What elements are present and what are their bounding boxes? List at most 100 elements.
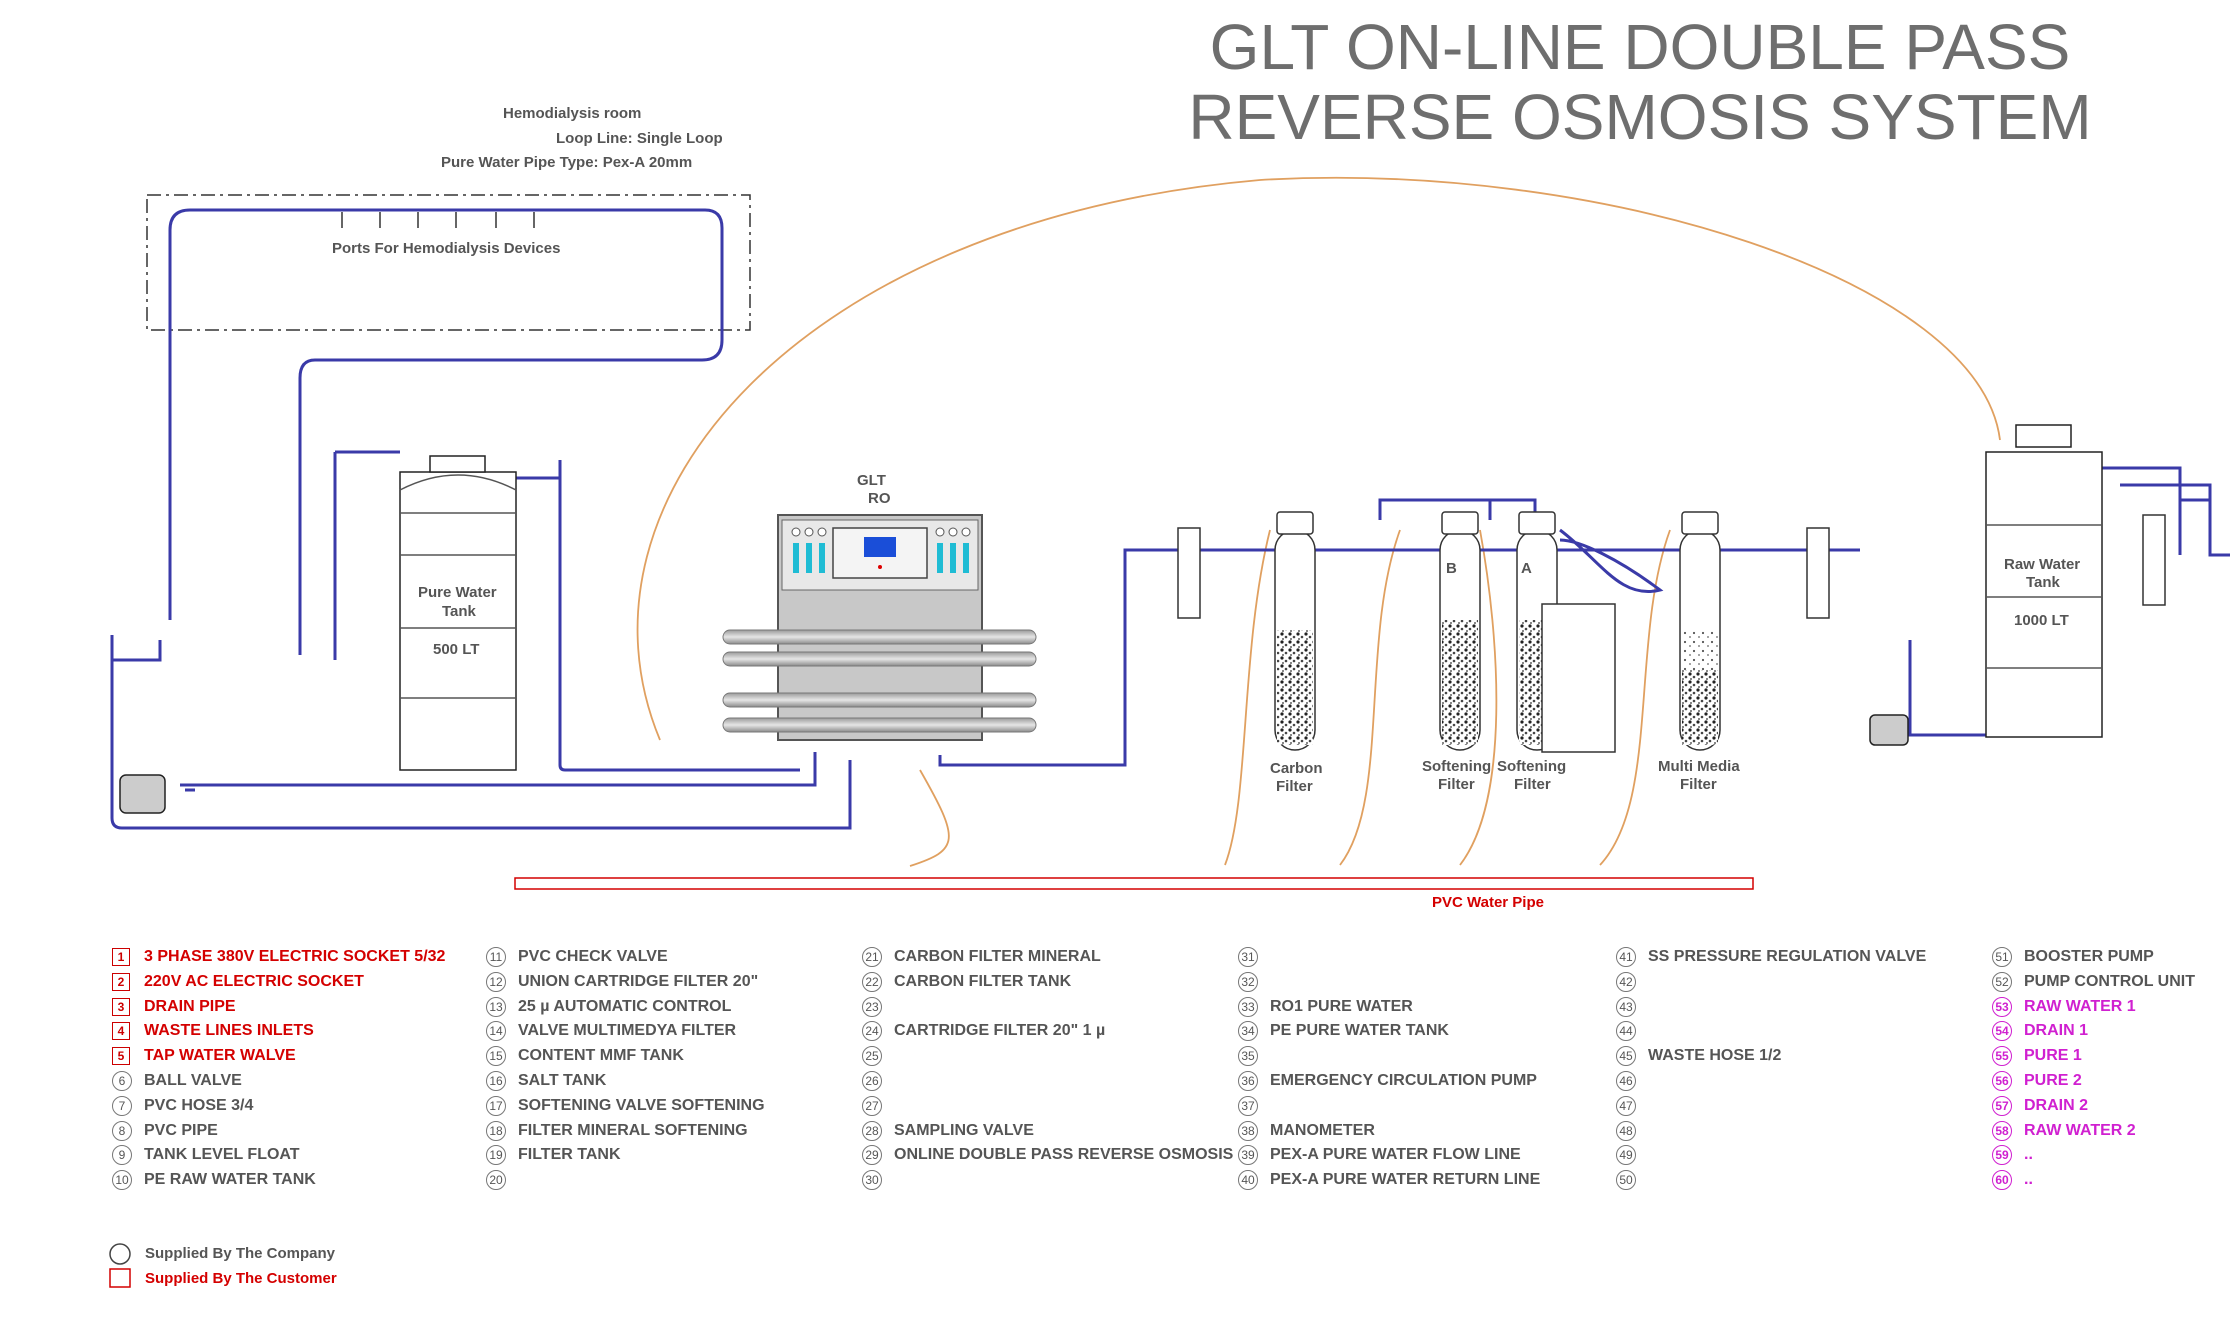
legend-text: FILTER MINERAL SOFTENING: [518, 1121, 748, 1139]
legend-item: 5 TAP WATER WALVE: [112, 1045, 296, 1067]
legend-number-badge: 25: [862, 1046, 882, 1067]
pure-tank-label: Pure Water: [418, 584, 497, 601]
legend-text: CARBON FILTER TANK: [894, 972, 1072, 990]
raw-tank-label: Raw Water: [2004, 556, 2081, 573]
softening-a-label-2: Filter: [1514, 776, 1551, 793]
legend-item: 18 FILTER MINERAL SOFTENING: [486, 1120, 748, 1142]
legend-text: UNION CARTRIDGE FILTER 20": [518, 972, 759, 990]
legend-item: 2 220V AC ELECTRIC SOCKET: [112, 971, 364, 993]
diagram-title-line-1: GLT ON-LINE DOUBLE PASS: [1209, 11, 2071, 83]
legend-text: PVC HOSE 3/4: [144, 1096, 254, 1114]
legend-number-badge: 50: [1616, 1170, 1636, 1191]
legend-number-badge: 38: [1238, 1120, 1258, 1141]
legend-item: 37: [1238, 1095, 1270, 1117]
legend-number-badge: 46: [1616, 1071, 1636, 1091]
dialysis-ports: [341, 212, 535, 228]
legend-item: 11 PVC CHECK VALVE: [486, 946, 668, 968]
raw-tank-label-2: Tank: [2026, 574, 2060, 591]
carbon-filter-label: Carbon: [1270, 760, 1323, 777]
legend-number-badge: 7: [112, 1095, 132, 1116]
legend-text: PE PURE WATER TANK: [1270, 1022, 1449, 1040]
legend-text: FILTER TANK: [518, 1146, 621, 1164]
legend-text: RAW WATER 1: [2024, 997, 2136, 1015]
legend-item: 44: [1616, 1020, 1648, 1042]
legend-item: 59..: [1992, 1144, 2033, 1166]
legend-number-badge: 6: [112, 1071, 132, 1091]
pvc-pipe-label: PVC Water Pipe: [1432, 894, 1544, 911]
legend-number-badge: 55: [1992, 1046, 2012, 1067]
legend-number-badge: 8: [112, 1120, 132, 1141]
legend-item: 35: [1238, 1045, 1270, 1067]
legend-text: TAP WATER WALVE: [144, 1047, 296, 1065]
legend-number-badge: 43: [1616, 996, 1636, 1017]
legend-item: 32: [1238, 971, 1270, 993]
legend-number-badge: 20: [486, 1170, 506, 1191]
legend-number-badge: 32: [1238, 971, 1258, 992]
legend-text: PEX-A PURE WATER RETURN LINE: [1270, 1171, 1541, 1189]
legend-item: 20: [486, 1169, 518, 1191]
legend-number-badge: 27: [862, 1095, 882, 1116]
legend-number-badge: 21: [862, 947, 882, 967]
legend-number-badge: 10: [112, 1170, 132, 1191]
legend-item: 46: [1616, 1070, 1648, 1092]
legend-number-badge: 52: [1992, 971, 2012, 992]
legend-item: 60..: [1992, 1169, 2033, 1191]
legend-number-badge: 42: [1616, 971, 1636, 992]
pure-water-tank: [399, 455, 517, 771]
legend-item: 31: [1238, 946, 1270, 968]
legend-number-badge: 19: [486, 1145, 506, 1166]
legend-text: PE RAW WATER TANK: [144, 1171, 316, 1189]
legend-text: RAW WATER 2: [2024, 1121, 2136, 1139]
legend-text: 3 PHASE 380V ELECTRIC SOCKET 5/32: [144, 948, 446, 965]
legend-number-badge: 35: [1238, 1046, 1258, 1067]
carbon-filter-label-2: Filter: [1276, 778, 1313, 795]
legend-text: ONLINE DOUBLE PASS REVERSE OSMOSIS: [894, 1146, 1234, 1164]
legend-text: TANK LEVEL FLOAT: [144, 1146, 300, 1164]
legend-number-badge: 31: [1238, 947, 1258, 967]
legend-number-badge: 59: [1992, 1145, 2012, 1166]
legend-text: BOOSTER PUMP: [2024, 948, 2154, 965]
legend-number-badge: 2: [112, 972, 130, 991]
legend-item: 23: [862, 996, 894, 1018]
customer-marker: [109, 1268, 131, 1288]
legend-number-badge: 26: [862, 1071, 882, 1091]
softening-b-label-2: Filter: [1438, 776, 1475, 793]
multimedia-label-2: Filter: [1680, 776, 1717, 793]
glt-ro-unit: [722, 514, 1037, 741]
legend-number-badge: 41: [1616, 947, 1636, 967]
legend-text: PURE 2: [2024, 1072, 2082, 1089]
legend-text: PURE 1: [2024, 1047, 2082, 1065]
legend-number-badge: 5: [112, 1047, 130, 1066]
legend-text: VALVE MULTIMEDYA FILTER: [518, 1022, 737, 1040]
raw-water-tank: [1985, 424, 2103, 738]
softening-b-letter: B: [1446, 560, 1457, 577]
legend-number-badge: 18: [486, 1120, 506, 1141]
legend-number-badge: 24: [862, 1021, 882, 1042]
room-ports-label: Ports For Hemodialysis Devices: [332, 240, 561, 257]
legend-number-badge: 36: [1238, 1071, 1258, 1091]
legend-number-badge: 49: [1616, 1145, 1636, 1166]
legend-text: 220V AC ELECTRIC SOCKET: [144, 972, 364, 990]
glt-ro-label: GLT: [857, 472, 886, 489]
legend-text: PVC CHECK VALVE: [518, 948, 668, 965]
legend-number-badge: 11: [486, 947, 506, 967]
legend-text: CARTRIDGE FILTER 20" 1 µ: [894, 1022, 1106, 1040]
